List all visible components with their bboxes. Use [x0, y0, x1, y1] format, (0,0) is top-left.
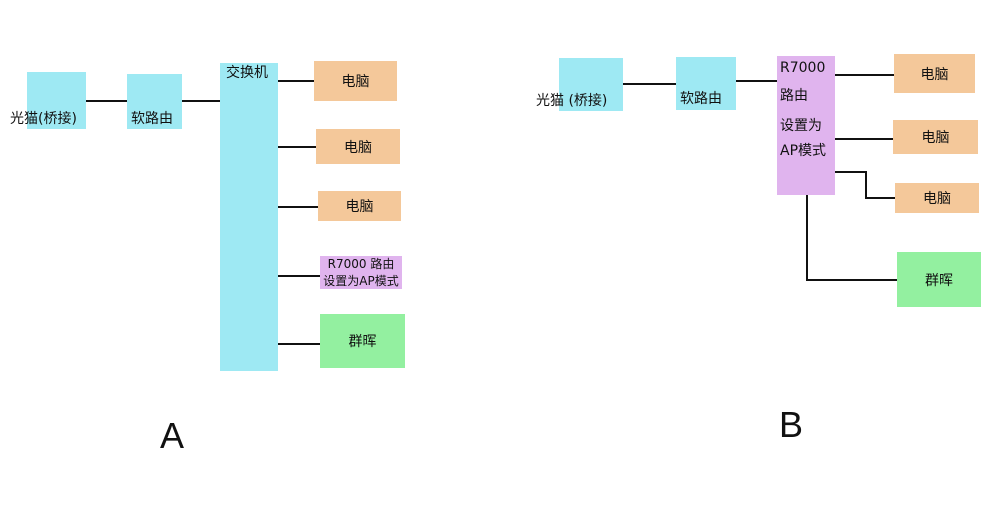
ap-router-label-line3-b: 设置为 — [780, 118, 822, 134]
connector-switch-pc1-a — [278, 80, 314, 82]
ap-router-label-line2-b: 路由 — [780, 88, 808, 104]
connector-switch-pc3-a — [278, 206, 318, 208]
connector-modem-softrouter-a — [86, 100, 127, 102]
pc-box-1-a: 电脑 — [314, 61, 397, 101]
pc-label-2-a: 电脑 — [344, 139, 372, 156]
pc-label-3-b: 电脑 — [923, 191, 951, 207]
pc-label-1-b: 电脑 — [920, 66, 949, 83]
connector-switch-nas-a — [278, 343, 320, 345]
modem-box-a — [27, 72, 86, 129]
switch-box-a — [220, 63, 278, 371]
ap-router-box-b: R7000 路由 设置为 AP模式 — [777, 56, 835, 195]
soft-router-box-a — [127, 74, 182, 129]
ap-router-label-line4-b: AP模式 — [780, 143, 827, 159]
pc-label-2-b: 电脑 — [921, 130, 950, 146]
caption-a: A — [160, 415, 185, 456]
pc-box-2-b: 电脑 — [893, 120, 978, 154]
nas-label-b: 群晖 — [925, 272, 953, 289]
pc-label-3-a: 电脑 — [345, 199, 374, 215]
pc-box-3-a: 电脑 — [318, 191, 401, 221]
ap-router-label-line2-a: 设置为AP模式 — [323, 273, 399, 288]
connector-softrouter-switch-a — [182, 100, 220, 102]
pc-box-1-b: 电脑 — [894, 54, 975, 93]
connector-router-nas-b-v — [806, 195, 808, 281]
soft-router-label-b: 软路由 — [680, 91, 722, 107]
soft-router-label-a: 软路由 — [131, 111, 173, 127]
pc-box-2-a: 电脑 — [316, 129, 400, 164]
connector-router-pc1-b — [835, 74, 894, 76]
modem-box-b — [559, 58, 623, 111]
switch-label-a: 交换机 — [226, 65, 268, 81]
connector-switch-pc2-a — [278, 146, 316, 148]
soft-router-box-b — [676, 57, 736, 110]
ap-router-label-line1-a: R7000 路由 — [327, 257, 395, 272]
caption-b: B — [779, 404, 804, 445]
pc-label-1-a: 电脑 — [341, 74, 370, 90]
connector-router-pc2-b — [835, 138, 893, 140]
nas-label-a: 群晖 — [348, 334, 377, 350]
ap-router-box-a: R7000 路由 设置为AP模式 — [320, 256, 402, 289]
nas-box-b: 群晖 — [897, 252, 981, 307]
modem-label-a: 光猫(桥接) — [10, 111, 77, 127]
modem-label-b: 光猫 (桥接) — [536, 93, 608, 109]
connector-switch-ap-a — [278, 275, 320, 277]
connector-modem-softrouter-b — [623, 83, 676, 85]
connector-router-pc3-b-v — [865, 171, 867, 199]
connector-router-pc3-b-h2 — [865, 197, 895, 199]
connector-router-pc3-b-h1 — [835, 171, 867, 173]
connector-router-nas-b-h — [806, 279, 897, 281]
nas-box-a: 群晖 — [320, 314, 405, 368]
ap-router-label-line1-b: R7000 — [780, 60, 826, 76]
connector-softrouter-router-b — [736, 80, 777, 82]
pc-box-3-b: 电脑 — [895, 183, 979, 213]
